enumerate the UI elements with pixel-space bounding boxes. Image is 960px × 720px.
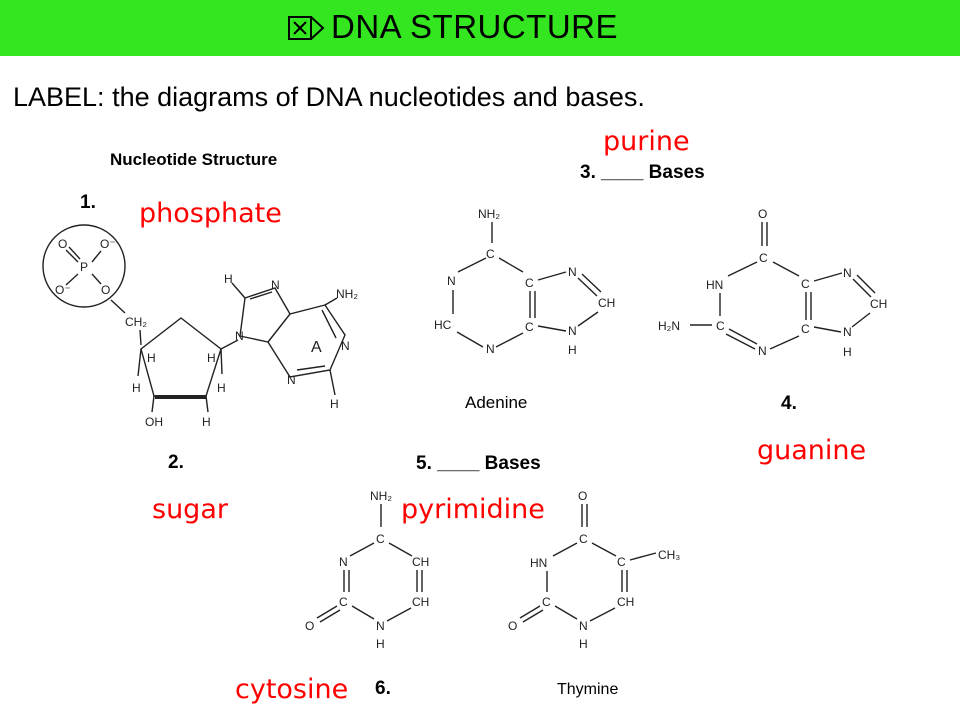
svg-text:O: O [305, 619, 314, 633]
nucleotide-base-drawing: H N N N N NH₂ H A [224, 272, 358, 411]
instruction-body: the diagrams of DNA nucleotides and base… [104, 82, 645, 112]
svg-text:H₂N: H₂N [658, 319, 680, 333]
svg-text:H: H [843, 345, 852, 359]
svg-text:C: C [339, 595, 348, 609]
label-guanine: guanine [757, 435, 867, 466]
svg-text:HN: HN [530, 556, 547, 570]
sugar-ring-drawing: H H H H OH H [132, 317, 239, 429]
number-2: 2. [168, 452, 184, 473]
svg-text:N: N [287, 373, 296, 387]
svg-text:N: N [339, 555, 348, 569]
label-purine: purine [603, 126, 690, 157]
label-pyrimidine: pyrimidine [401, 494, 545, 525]
label-cytosine: cytosine [235, 674, 349, 705]
svg-text:CH₂: CH₂ [125, 315, 147, 329]
svg-text:O⁻: O⁻ [55, 283, 71, 297]
svg-text:CH: CH [598, 296, 615, 310]
svg-text:N: N [341, 339, 350, 353]
title-text: DNA STRUCTURE [331, 8, 619, 45]
svg-text:HC: HC [434, 318, 452, 332]
svg-text:N: N [579, 619, 588, 633]
number-6: 6. [375, 678, 391, 699]
svg-text:O: O [578, 489, 587, 503]
svg-text:C: C [525, 276, 534, 290]
svg-text:C: C [801, 322, 810, 336]
svg-text:C: C [801, 277, 810, 291]
svg-text:H: H [224, 272, 233, 286]
svg-text:NH₂: NH₂ [370, 489, 392, 503]
svg-text:N: N [843, 325, 852, 339]
label-sugar: sugar [152, 494, 228, 525]
svg-text:N: N [447, 274, 456, 288]
svg-text:H: H [132, 381, 141, 395]
svg-text:N: N [271, 278, 280, 292]
phosphate-group-drawing: P O O⁻ O⁻ O CH₂ [42, 224, 147, 329]
svg-text:NH₂: NH₂ [478, 207, 500, 221]
svg-text:C: C [617, 555, 626, 569]
svg-text:NH₂: NH₂ [336, 287, 358, 301]
thymine-caption: Thymine [557, 681, 619, 698]
nucleotide-structure-heading: Nucleotide Structure [110, 150, 278, 169]
svg-text:O⁻: O⁻ [100, 237, 116, 251]
instruction-text: LABEL: the diagrams of DNA nucleotides a… [13, 82, 645, 113]
svg-text:H: H [330, 397, 339, 411]
svg-text:CH: CH [412, 555, 429, 569]
svg-text:H: H [568, 343, 577, 357]
svg-text:C: C [376, 532, 385, 546]
svg-text:CH₃: CH₃ [658, 548, 680, 562]
svg-text:CH: CH [617, 595, 634, 609]
checkbox-x-icon [287, 14, 327, 52]
svg-text:O: O [101, 283, 110, 297]
adenine-structure-drawing: NH₂ C N HC N C C N CH N H [434, 207, 615, 357]
svg-text:N: N [376, 619, 385, 633]
instruction-prefix: LABEL: [13, 82, 105, 112]
svg-text:H: H [207, 351, 216, 365]
svg-text:O: O [58, 237, 67, 251]
svg-text:N: N [486, 342, 495, 356]
cytosine-structure-drawing: NH₂ C N C O N H CH CH [305, 489, 429, 651]
svg-text:H: H [579, 637, 588, 651]
svg-text:C: C [716, 319, 725, 333]
guanine-structure-drawing: O C HN C H₂N N C C N CH N H [658, 207, 887, 359]
svg-text:H: H [202, 415, 211, 429]
number-4: 4. [781, 393, 797, 414]
svg-text:H: H [147, 351, 156, 365]
svg-text:C: C [542, 595, 551, 609]
svg-text:O: O [508, 619, 517, 633]
svg-text:P: P [80, 260, 88, 274]
svg-text:H: H [376, 637, 385, 651]
svg-text:C: C [579, 532, 588, 546]
svg-text:N: N [843, 266, 852, 280]
svg-text:N: N [568, 324, 577, 338]
title-bar [0, 0, 960, 56]
svg-text:OH: OH [145, 415, 163, 429]
svg-text:C: C [486, 247, 495, 261]
svg-text:N: N [568, 265, 577, 279]
svg-text:HN: HN [706, 278, 723, 292]
section-3-heading: 3. ____ Bases [580, 162, 705, 183]
label-phosphate: phosphate [139, 198, 282, 229]
svg-text:A: A [311, 339, 322, 356]
svg-text:CH: CH [870, 297, 887, 311]
svg-text:O: O [758, 207, 767, 221]
svg-text:CH: CH [412, 595, 429, 609]
thymine-structure-drawing: O C HN C O N H C CH CH₃ [508, 489, 680, 651]
section-5-heading: 5. ____ Bases [416, 453, 541, 474]
svg-text:C: C [759, 251, 768, 265]
svg-text:N: N [758, 344, 767, 358]
adenine-caption: Adenine [465, 393, 528, 412]
svg-text:H: H [217, 381, 226, 395]
svg-text:N: N [235, 329, 244, 343]
svg-text:C: C [525, 320, 534, 334]
number-1: 1. [80, 192, 96, 213]
page-title: DNA STRUCTURE [287, 8, 618, 52]
